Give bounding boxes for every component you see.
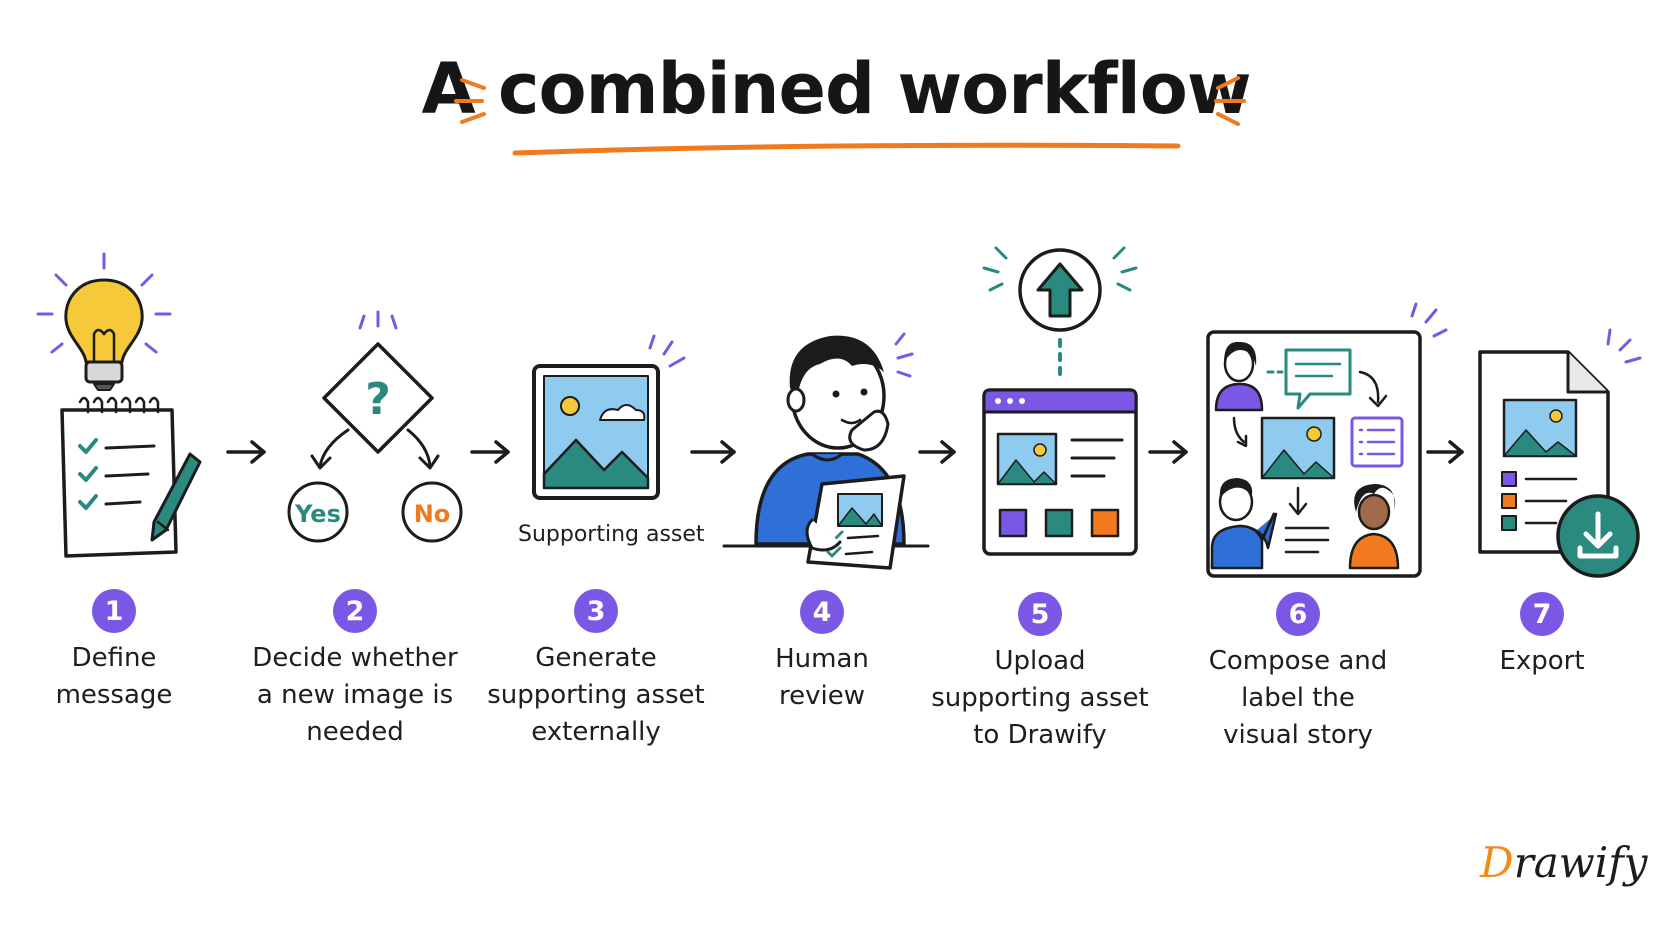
step-2-badge: 2 <box>333 589 377 633</box>
storyboard-icon <box>1206 302 1448 578</box>
arrow-2-3-icon <box>470 440 510 464</box>
step-7-label: Export <box>1499 646 1585 676</box>
person-reviewing-icon <box>722 332 930 570</box>
arrow-3-4-icon <box>690 440 736 464</box>
page-title: A combined workflow <box>421 48 1252 130</box>
image-frame-icon <box>532 334 686 500</box>
title-underline <box>512 142 1181 156</box>
notepad-icon <box>60 396 202 558</box>
document-download-icon <box>1478 328 1642 578</box>
step-5-badge: 5 <box>1018 592 1062 636</box>
upload-browser-icon <box>982 246 1138 556</box>
lightbulb-icon <box>36 252 172 391</box>
decision-diamond-icon <box>287 310 463 543</box>
drawify-logo: Drawify <box>1480 838 1648 887</box>
decision-no-label: No <box>414 500 451 528</box>
arrow-1-2-icon <box>226 440 266 464</box>
decision-question-mark: ? <box>365 374 391 425</box>
arrow-5-6-icon <box>1148 440 1188 464</box>
decision-yes-label: Yes <box>294 500 341 528</box>
step-3-badge: 3 <box>574 589 618 633</box>
arrow-4-5-icon <box>918 440 956 464</box>
step-6-badge: 6 <box>1276 592 1320 636</box>
supporting-asset-caption: Supporting asset <box>518 522 705 547</box>
step-1-badge: 1 <box>92 589 136 633</box>
title-spark-right-icon <box>1214 76 1246 126</box>
step-7-badge: 7 <box>1520 592 1564 636</box>
arrow-6-7-icon <box>1426 440 1464 464</box>
step-4-badge: 4 <box>800 590 844 634</box>
title-spark-left-icon <box>454 78 486 124</box>
